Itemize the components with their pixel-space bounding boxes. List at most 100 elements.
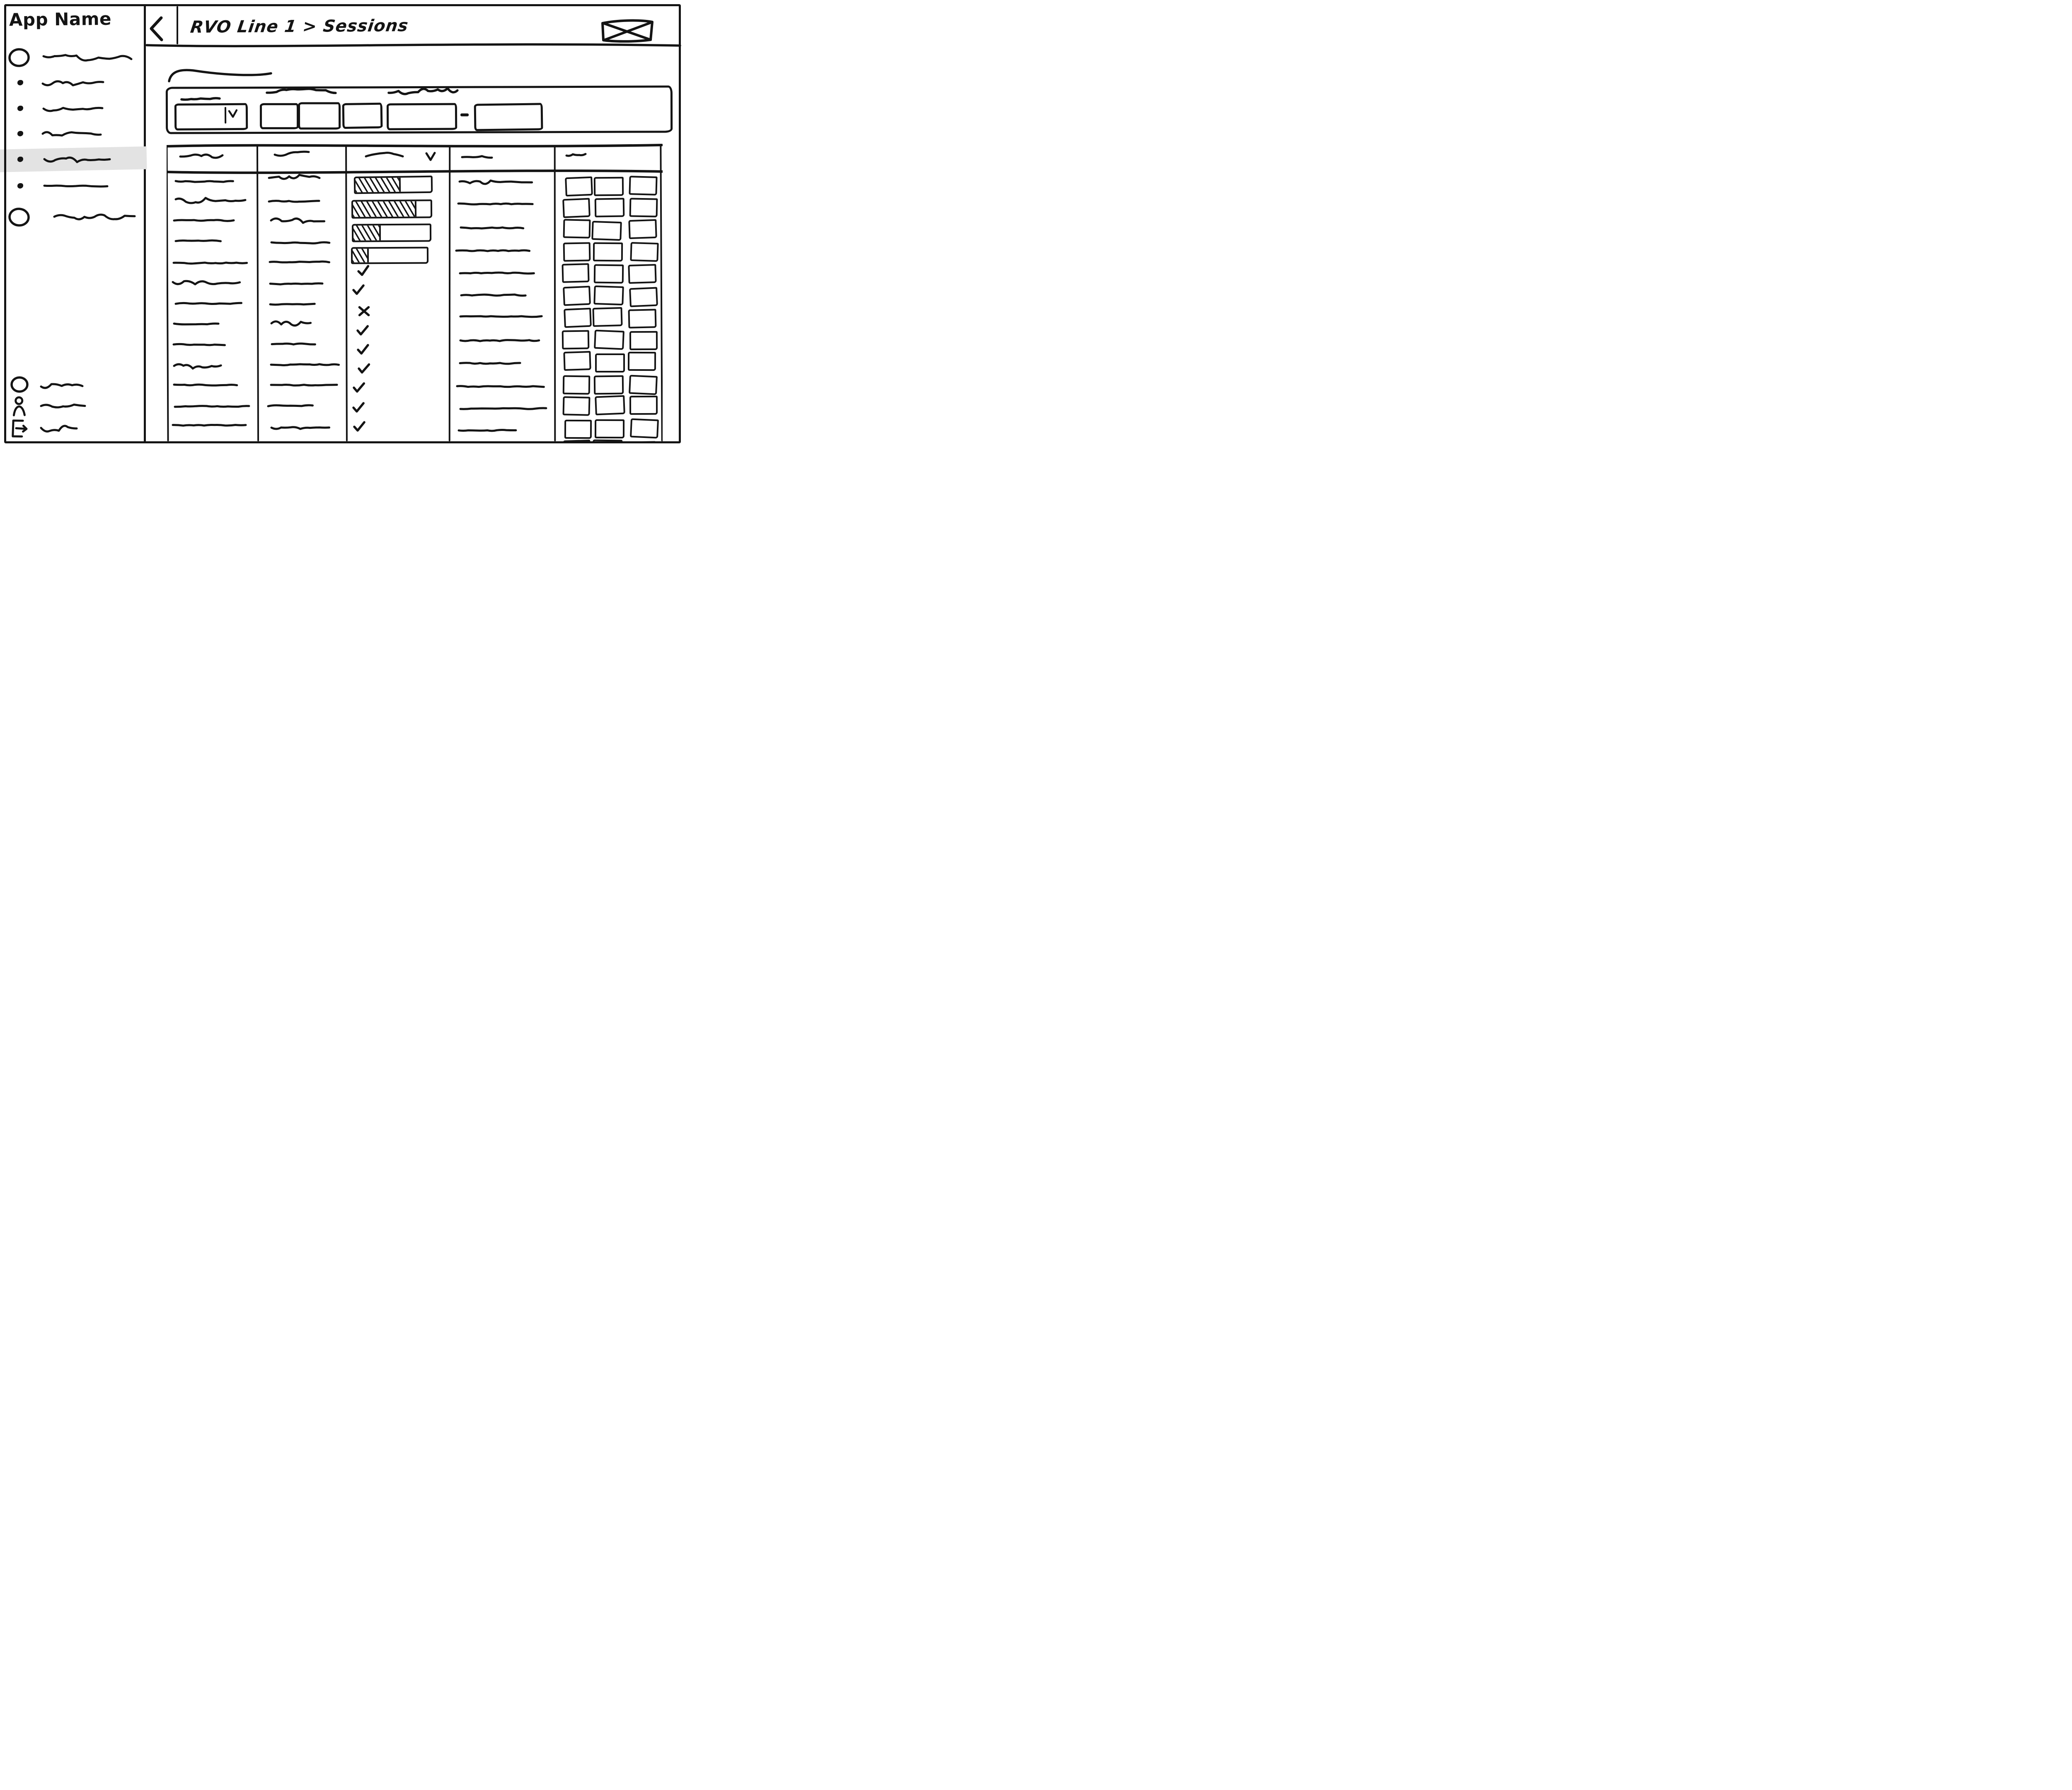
wireframe-canvas: App Name RVO Line 1 > Sessions <box>0 0 685 448</box>
filter-label-placeholder <box>387 87 459 95</box>
tag-box <box>629 287 658 307</box>
tag-box <box>563 375 591 395</box>
tag-box <box>562 285 591 306</box>
tag-box <box>628 264 657 284</box>
topbar-divider <box>177 6 178 44</box>
tag-box <box>563 219 591 239</box>
cell-text-placeholder <box>460 293 527 297</box>
tag-box <box>629 198 658 218</box>
column-divider-2 <box>345 145 348 441</box>
date-from-input[interactable] <box>386 103 457 131</box>
progress-fill <box>353 225 381 241</box>
tag-box <box>628 308 657 329</box>
tag-box <box>593 329 625 350</box>
tag-box <box>594 419 625 439</box>
sidebar-item[interactable] <box>6 175 141 197</box>
filter-bar <box>165 85 673 134</box>
select-divider <box>224 107 226 124</box>
cell-text-placeholder <box>174 302 242 305</box>
sidebar-item-label-placeholder <box>42 54 133 62</box>
tag-box <box>562 263 590 283</box>
circle-bullet-icon <box>8 208 30 227</box>
check-mark-icon <box>357 265 369 276</box>
sidebar-item-active[interactable] <box>6 148 141 171</box>
progress-fill <box>355 177 401 193</box>
check-mark-icon <box>353 421 366 432</box>
cell-text-placeholder <box>271 342 316 346</box>
tag-box <box>562 396 591 416</box>
cell-text-placeholder <box>270 241 330 244</box>
sessions-table <box>167 143 663 441</box>
tag-box <box>591 220 622 241</box>
cell-text-placeholder <box>459 361 521 365</box>
sidebar-item-label-placeholder <box>41 80 104 87</box>
cell-text-placeholder <box>459 271 535 275</box>
tag-box <box>562 330 590 350</box>
sidebar-item[interactable] <box>6 97 141 120</box>
chevron-left-icon <box>150 16 163 41</box>
filter-button[interactable] <box>342 102 383 129</box>
tag-box <box>595 353 625 373</box>
cell-text-placeholder <box>172 343 226 346</box>
sidebar-divider <box>144 4 146 443</box>
footer-item-label-placeholder <box>40 425 78 433</box>
filter-select[interactable] <box>174 103 248 131</box>
sidebar-item-label-placeholder <box>53 213 136 220</box>
check-mark-icon <box>357 344 369 355</box>
footer-item-label-placeholder <box>40 404 86 409</box>
sidebar-footer-item[interactable] <box>6 375 130 397</box>
table-header-underline <box>167 169 663 174</box>
sidebar-footer-item[interactable] <box>6 395 130 417</box>
tag-box <box>593 242 623 262</box>
cell-text-placeholder <box>172 424 247 427</box>
cell-text-placeholder <box>270 320 312 327</box>
filter-button[interactable] <box>298 102 341 130</box>
cell-text-placeholder <box>174 180 235 183</box>
sidebar-item-label-placeholder <box>43 156 111 163</box>
circle-bullet-icon <box>8 48 30 67</box>
column-header-placeholder <box>365 152 404 157</box>
close-button[interactable] <box>600 18 656 46</box>
sidebar-item-label-placeholder <box>43 184 109 188</box>
chevron-down-icon <box>228 109 238 118</box>
cell-text-placeholder <box>173 322 220 325</box>
cell-text-placeholder <box>459 339 540 342</box>
cell-text-placeholder <box>173 363 222 370</box>
footer-item-label-placeholder <box>40 383 84 389</box>
cell-text-placeholder <box>270 363 340 367</box>
tag-box <box>563 242 591 262</box>
check-mark-icon <box>352 284 365 295</box>
back-button[interactable] <box>148 16 168 43</box>
date-to-input[interactable] <box>474 103 543 131</box>
sidebar-item-label-placeholder <box>41 131 102 137</box>
sidebar-item[interactable] <box>6 46 141 69</box>
chevron-down-icon[interactable] <box>425 152 436 162</box>
cell-text-placeholder <box>459 407 547 411</box>
column-header-placeholder <box>565 153 587 157</box>
sidebar-nav <box>0 37 147 244</box>
cell-text-placeholder <box>460 226 525 230</box>
tag-box <box>629 176 658 196</box>
progress-bar <box>351 247 428 264</box>
tab-shape <box>168 69 272 82</box>
sidebar-item[interactable] <box>6 72 141 94</box>
column-divider-4 <box>554 145 556 441</box>
app-name: App Name <box>9 8 112 30</box>
dot-bullet-icon <box>17 131 23 136</box>
cell-text-placeholder <box>455 249 531 252</box>
tag-box <box>593 285 625 306</box>
cell-text-placeholder <box>174 239 222 242</box>
sidebar-item-label-placeholder <box>42 106 104 112</box>
sidebar-item[interactable] <box>6 206 141 228</box>
tag-box <box>593 375 624 395</box>
progress-bar <box>353 175 433 194</box>
filter-button[interactable] <box>260 103 299 129</box>
tag-box <box>629 331 658 351</box>
sidebar-footer-item[interactable] <box>6 418 130 439</box>
box-x-close-icon <box>601 19 654 43</box>
sidebar-item[interactable] <box>6 123 141 145</box>
tag-box <box>629 375 658 395</box>
column-header-placeholder <box>274 150 310 157</box>
cell-text-placeholder <box>456 385 545 388</box>
table-right-border <box>660 145 663 441</box>
